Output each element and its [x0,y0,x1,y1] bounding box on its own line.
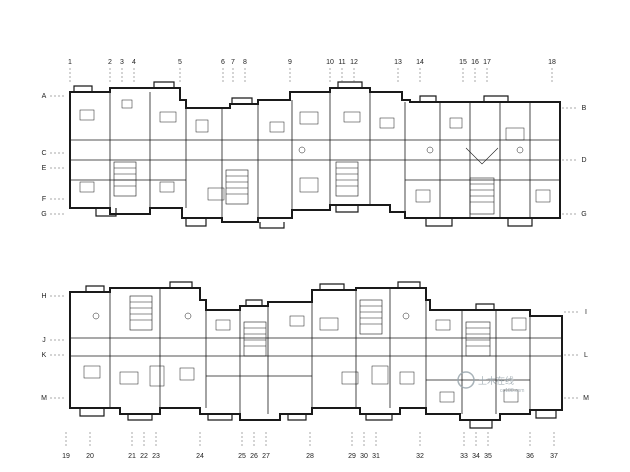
bottom-row-label-left: M [41,395,47,402]
top-col-label: 16 [471,59,479,66]
top-col-label: 8 [243,59,247,66]
top-balconies [73,81,533,229]
bottom-grid-ticks [50,295,580,448]
bottom-col-label: 33 [460,453,468,460]
bottom-interior-walls [70,288,562,414]
top-col-label: 4 [132,59,136,66]
watermark: 土木在线 co188.com [457,371,524,394]
top-col-label: 6 [221,59,225,66]
bottom-col-label: 37 [550,453,558,460]
bottom-column-labels: 19 20 21 22 23 24 25 26 27 28 29 30 31 3… [62,453,558,460]
bottom-col-label: 35 [484,453,492,460]
top-col-label: 13 [394,59,402,66]
top-row-label-left: C [41,150,46,157]
top-col-label: 3 [120,59,124,66]
top-col-label: 17 [483,59,491,66]
top-col-label: 2 [108,59,112,66]
bottom-row-label-right: L [584,352,588,359]
bottom-col-label: 32 [416,453,424,460]
top-column-labels: 1 2 3 4 5 6 7 8 9 10 11 12 13 14 15 16 1… [68,59,556,66]
top-col-label: 1 [68,59,72,66]
watermark-logo-icon [457,371,475,389]
top-col-label: 10 [326,59,334,66]
top-stair-cores [113,147,499,215]
top-col-label: 12 [350,59,358,66]
watermark-subtext: co188.com [500,388,524,394]
bottom-col-label: 27 [262,453,270,460]
top-row-labels: A C E F G B D G [41,93,586,218]
top-row-label-left: G [41,211,46,218]
bottom-furniture [83,312,527,403]
top-interior-walls [70,92,560,218]
bottom-col-label: 31 [372,453,380,460]
top-row-label-right: D [581,157,586,164]
top-row-label-right: B [582,105,587,112]
top-col-label: 7 [231,59,235,66]
top-outer-walls [69,87,561,223]
bottom-col-label: 22 [140,453,148,460]
top-furniture [79,99,551,203]
bottom-row-label-left: K [42,352,47,359]
bottom-col-label: 28 [306,453,314,460]
bottom-col-label: 23 [152,453,160,460]
top-grid-ticks [50,68,578,215]
bottom-row-label-left: H [41,293,46,300]
top-row-label-right: G [581,211,586,218]
bottom-col-label: 30 [360,453,368,460]
bottom-col-label: 24 [196,453,204,460]
top-row-label-left: F [42,196,46,203]
bottom-col-label: 20 [86,453,94,460]
top-row-label-left: E [42,165,47,172]
top-col-label: 11 [338,59,345,66]
bottom-col-label: 26 [250,453,258,460]
bottom-col-label: 25 [238,453,246,460]
top-row-label-left: A [42,93,47,100]
bottom-col-label: 34 [472,453,480,460]
top-col-label: 15 [459,59,467,66]
bottom-col-label: 19 [62,453,70,460]
top-col-label: 18 [548,59,556,66]
bottom-col-label: 21 [128,453,136,460]
bottom-balconies [79,281,557,429]
bottom-row-label-left: J [42,337,46,344]
bottom-floor-plan [69,281,563,429]
top-col-label: 14 [416,59,424,66]
bottom-row-labels: H J K M I L M [41,293,589,402]
bottom-stair-cores [129,295,491,357]
bottom-col-label: 36 [526,453,534,460]
top-floor-plan [69,81,561,229]
top-col-label: 5 [178,59,182,66]
bottom-row-label-right: I [585,309,587,316]
watermark-text: 土木在线 [478,375,514,386]
top-col-label: 9 [288,59,292,66]
bottom-col-label: 29 [348,453,356,460]
bottom-row-label-right: M [583,395,589,402]
